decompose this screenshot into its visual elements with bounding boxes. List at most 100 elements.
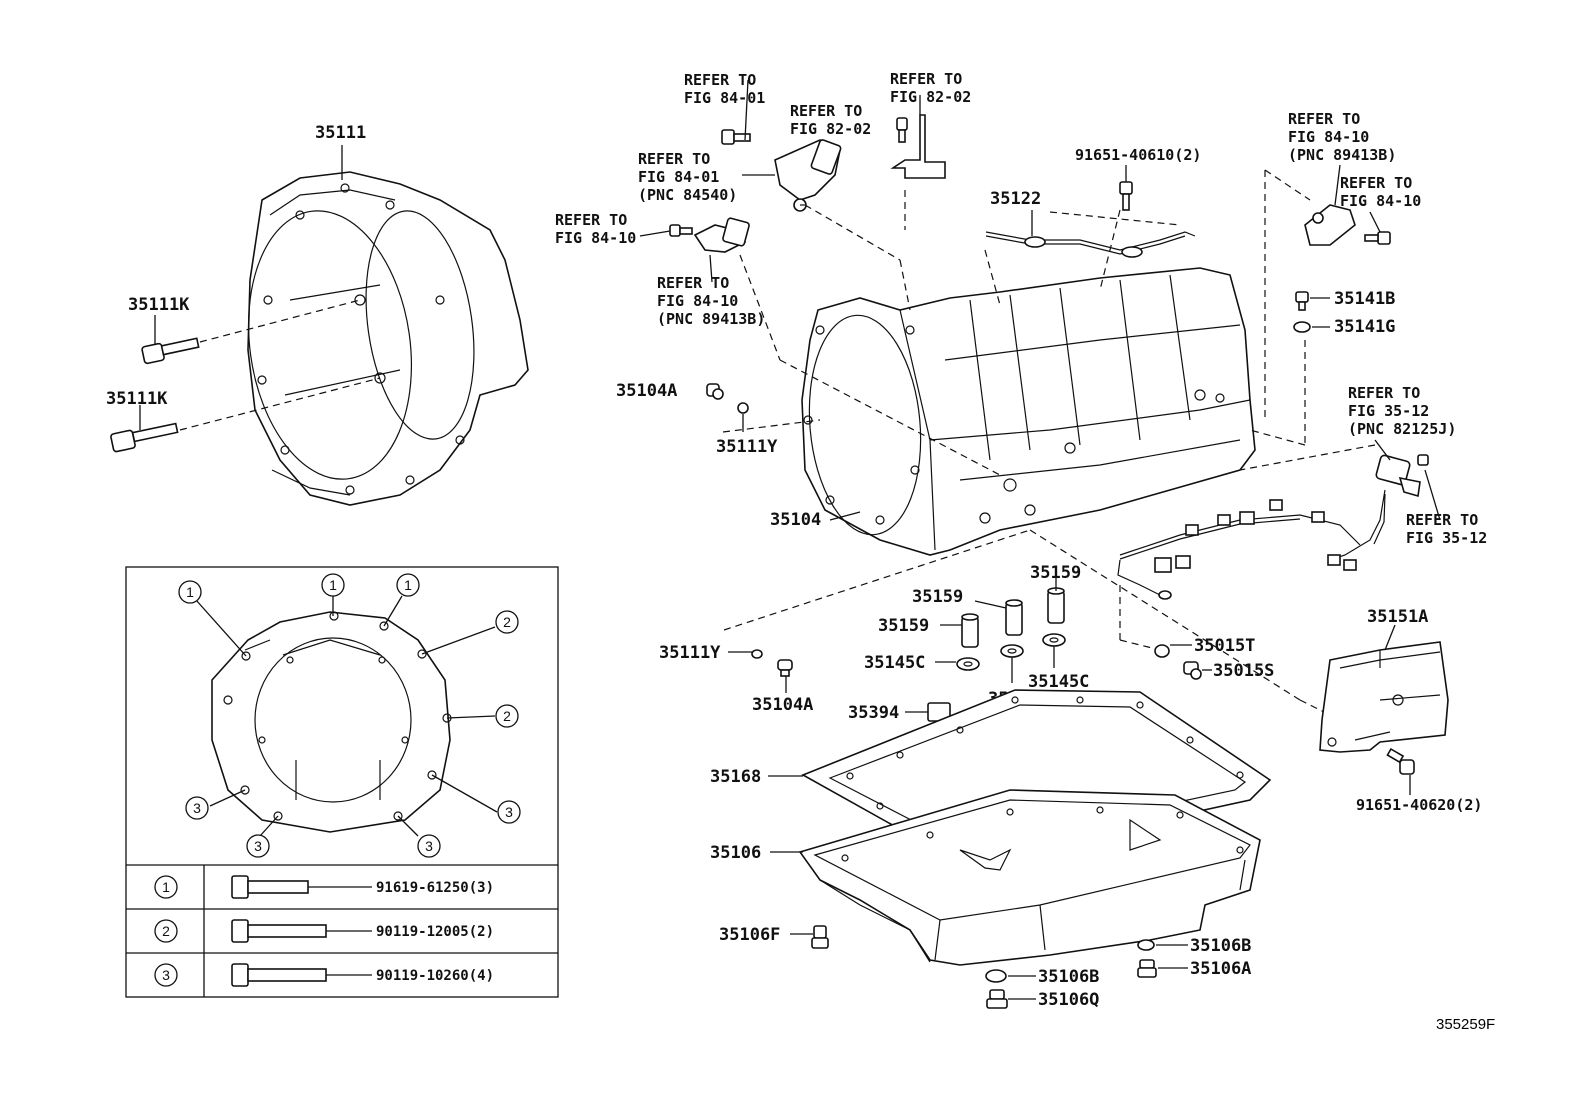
label-35015t: 35015T xyxy=(1194,636,1255,656)
oring-35015t[interactable] xyxy=(1154,644,1170,658)
svg-text:3: 3 xyxy=(254,838,262,854)
speed-sensor-right[interactable] xyxy=(1304,204,1356,246)
label-35159-mid: 35159 xyxy=(912,587,963,607)
bolt-35141b[interactable] xyxy=(1295,291,1309,311)
label-35111y-upper: 35111Y xyxy=(716,437,778,457)
label-91651-40620: 91651-40620(2) xyxy=(1356,796,1482,814)
bolt-upper-left[interactable] xyxy=(721,129,751,145)
svg-text:1: 1 xyxy=(404,577,412,593)
inset-callout-3c: 3 xyxy=(417,834,441,858)
inset-callout-1b: 1 xyxy=(321,573,345,597)
label-35104a-upper: 35104A xyxy=(616,381,677,401)
label-35141g: 35141G xyxy=(1334,317,1395,337)
svg-text:1: 1 xyxy=(186,584,194,600)
inset-callout-3d: 3 xyxy=(497,800,521,824)
label-35106a: 35106A xyxy=(1190,959,1251,979)
inset-callout-2b: 2 xyxy=(495,704,519,728)
speed-sensor-upper[interactable] xyxy=(774,139,842,212)
label-35122: 35122 xyxy=(990,189,1041,209)
svg-text:2: 2 xyxy=(503,614,511,630)
bell-housing[interactable] xyxy=(232,171,529,506)
bolt-35111k-lower[interactable] xyxy=(110,422,179,453)
label-35104a-lower: 35104A xyxy=(752,695,813,715)
inset-callout-3b: 3 xyxy=(246,834,270,858)
svg-text:2: 2 xyxy=(503,708,511,724)
washer-35106b-right[interactable] xyxy=(1137,939,1155,951)
oring-35111y-upper[interactable] xyxy=(737,402,749,414)
transmission-case[interactable] xyxy=(801,267,1256,556)
inset-callout-1a: 1 xyxy=(178,580,202,604)
oil-pipe-35122[interactable] xyxy=(985,231,1196,258)
plug-35104a-upper[interactable] xyxy=(706,383,724,400)
bolt-right[interactable] xyxy=(1364,231,1391,245)
plug-35106q[interactable] xyxy=(986,989,1008,1009)
wire-harness[interactable] xyxy=(1117,454,1429,600)
washer-35106b-bottom[interactable] xyxy=(985,969,1007,983)
svg-text:2: 2 xyxy=(162,923,170,939)
pipe-35159-right[interactable] xyxy=(1047,587,1065,624)
inset-part-2: 90119-12005(2) xyxy=(376,924,494,940)
label-35111y-lower: 35111Y xyxy=(659,643,721,663)
inset-part-1: 91619-61250(3) xyxy=(376,880,494,896)
pipe-35159-left[interactable] xyxy=(961,613,979,648)
svg-text:1: 1 xyxy=(162,879,170,895)
label-35151a: 35151A xyxy=(1367,607,1428,627)
label-35394: 35394 xyxy=(848,703,899,723)
oring-35111y-lower[interactable] xyxy=(751,649,763,659)
figure-id: 355259F xyxy=(1436,1016,1495,1033)
label-35111: 35111 xyxy=(315,123,366,143)
gasket-35145c-right[interactable] xyxy=(1042,633,1066,647)
oil-pan-35106[interactable] xyxy=(798,789,1261,966)
label-35106: 35106 xyxy=(710,843,761,863)
label-35145c-left: 35145C xyxy=(864,653,925,673)
bolt-lower-left[interactable] xyxy=(669,224,693,237)
gasket-35145c-mid[interactable] xyxy=(1000,644,1024,658)
label-35015s: 35015S xyxy=(1213,661,1274,681)
plug-35104a-lower[interactable] xyxy=(777,659,793,677)
svg-text:3: 3 xyxy=(193,800,201,816)
label-35106b-bottom: 35106B xyxy=(1038,967,1099,987)
label-35159-left: 35159 xyxy=(878,616,929,636)
gasket-35145c-left[interactable] xyxy=(956,657,980,671)
inset-callout-3a: 3 xyxy=(185,796,209,820)
inset-callout-1c: 1 xyxy=(396,573,420,597)
inset-callout-2a: 2 xyxy=(495,610,519,634)
bolt-91651-40610[interactable] xyxy=(1119,181,1133,211)
label-35104: 35104 xyxy=(770,510,821,530)
label-35106b-right: 35106B xyxy=(1190,936,1251,956)
bolt-91651-40620[interactable] xyxy=(1386,747,1415,775)
label-35145c-right: 35145C xyxy=(1028,672,1089,692)
inset-part-3: 90119-10260(4) xyxy=(376,968,494,984)
label-35111k-lower: 35111K xyxy=(106,389,168,409)
svg-text:3: 3 xyxy=(505,804,513,820)
svg-text:1: 1 xyxy=(329,577,337,593)
inset-row-3: 3 90119-10260(4) xyxy=(154,963,494,987)
inset-row-1: 1 91619-61250(3) xyxy=(154,875,494,899)
inset-callout-1d: 1 xyxy=(0,0,4,3)
cover-35151a[interactable] xyxy=(1319,641,1449,753)
label-35106q: 35106Q xyxy=(1038,990,1099,1010)
svg-text:3: 3 xyxy=(162,967,170,983)
label-91651-40610: 91651-40610(2) xyxy=(1075,146,1201,164)
bolt-35111k-upper[interactable] xyxy=(141,337,200,365)
pipe-35159-mid[interactable] xyxy=(1005,599,1023,636)
bolt-35015s[interactable] xyxy=(1183,661,1202,680)
svg-text:3: 3 xyxy=(425,838,433,854)
speed-sensor-lower[interactable] xyxy=(693,217,750,253)
inset-row-2: 2 90119-12005(2) xyxy=(154,919,494,943)
plug-35106a[interactable] xyxy=(1137,959,1157,978)
washer-35141g[interactable] xyxy=(1293,321,1311,333)
plug-35106f[interactable] xyxy=(811,925,829,949)
svg-text:1: 1 xyxy=(0,0,4,3)
bracket-82-02[interactable] xyxy=(890,114,946,179)
